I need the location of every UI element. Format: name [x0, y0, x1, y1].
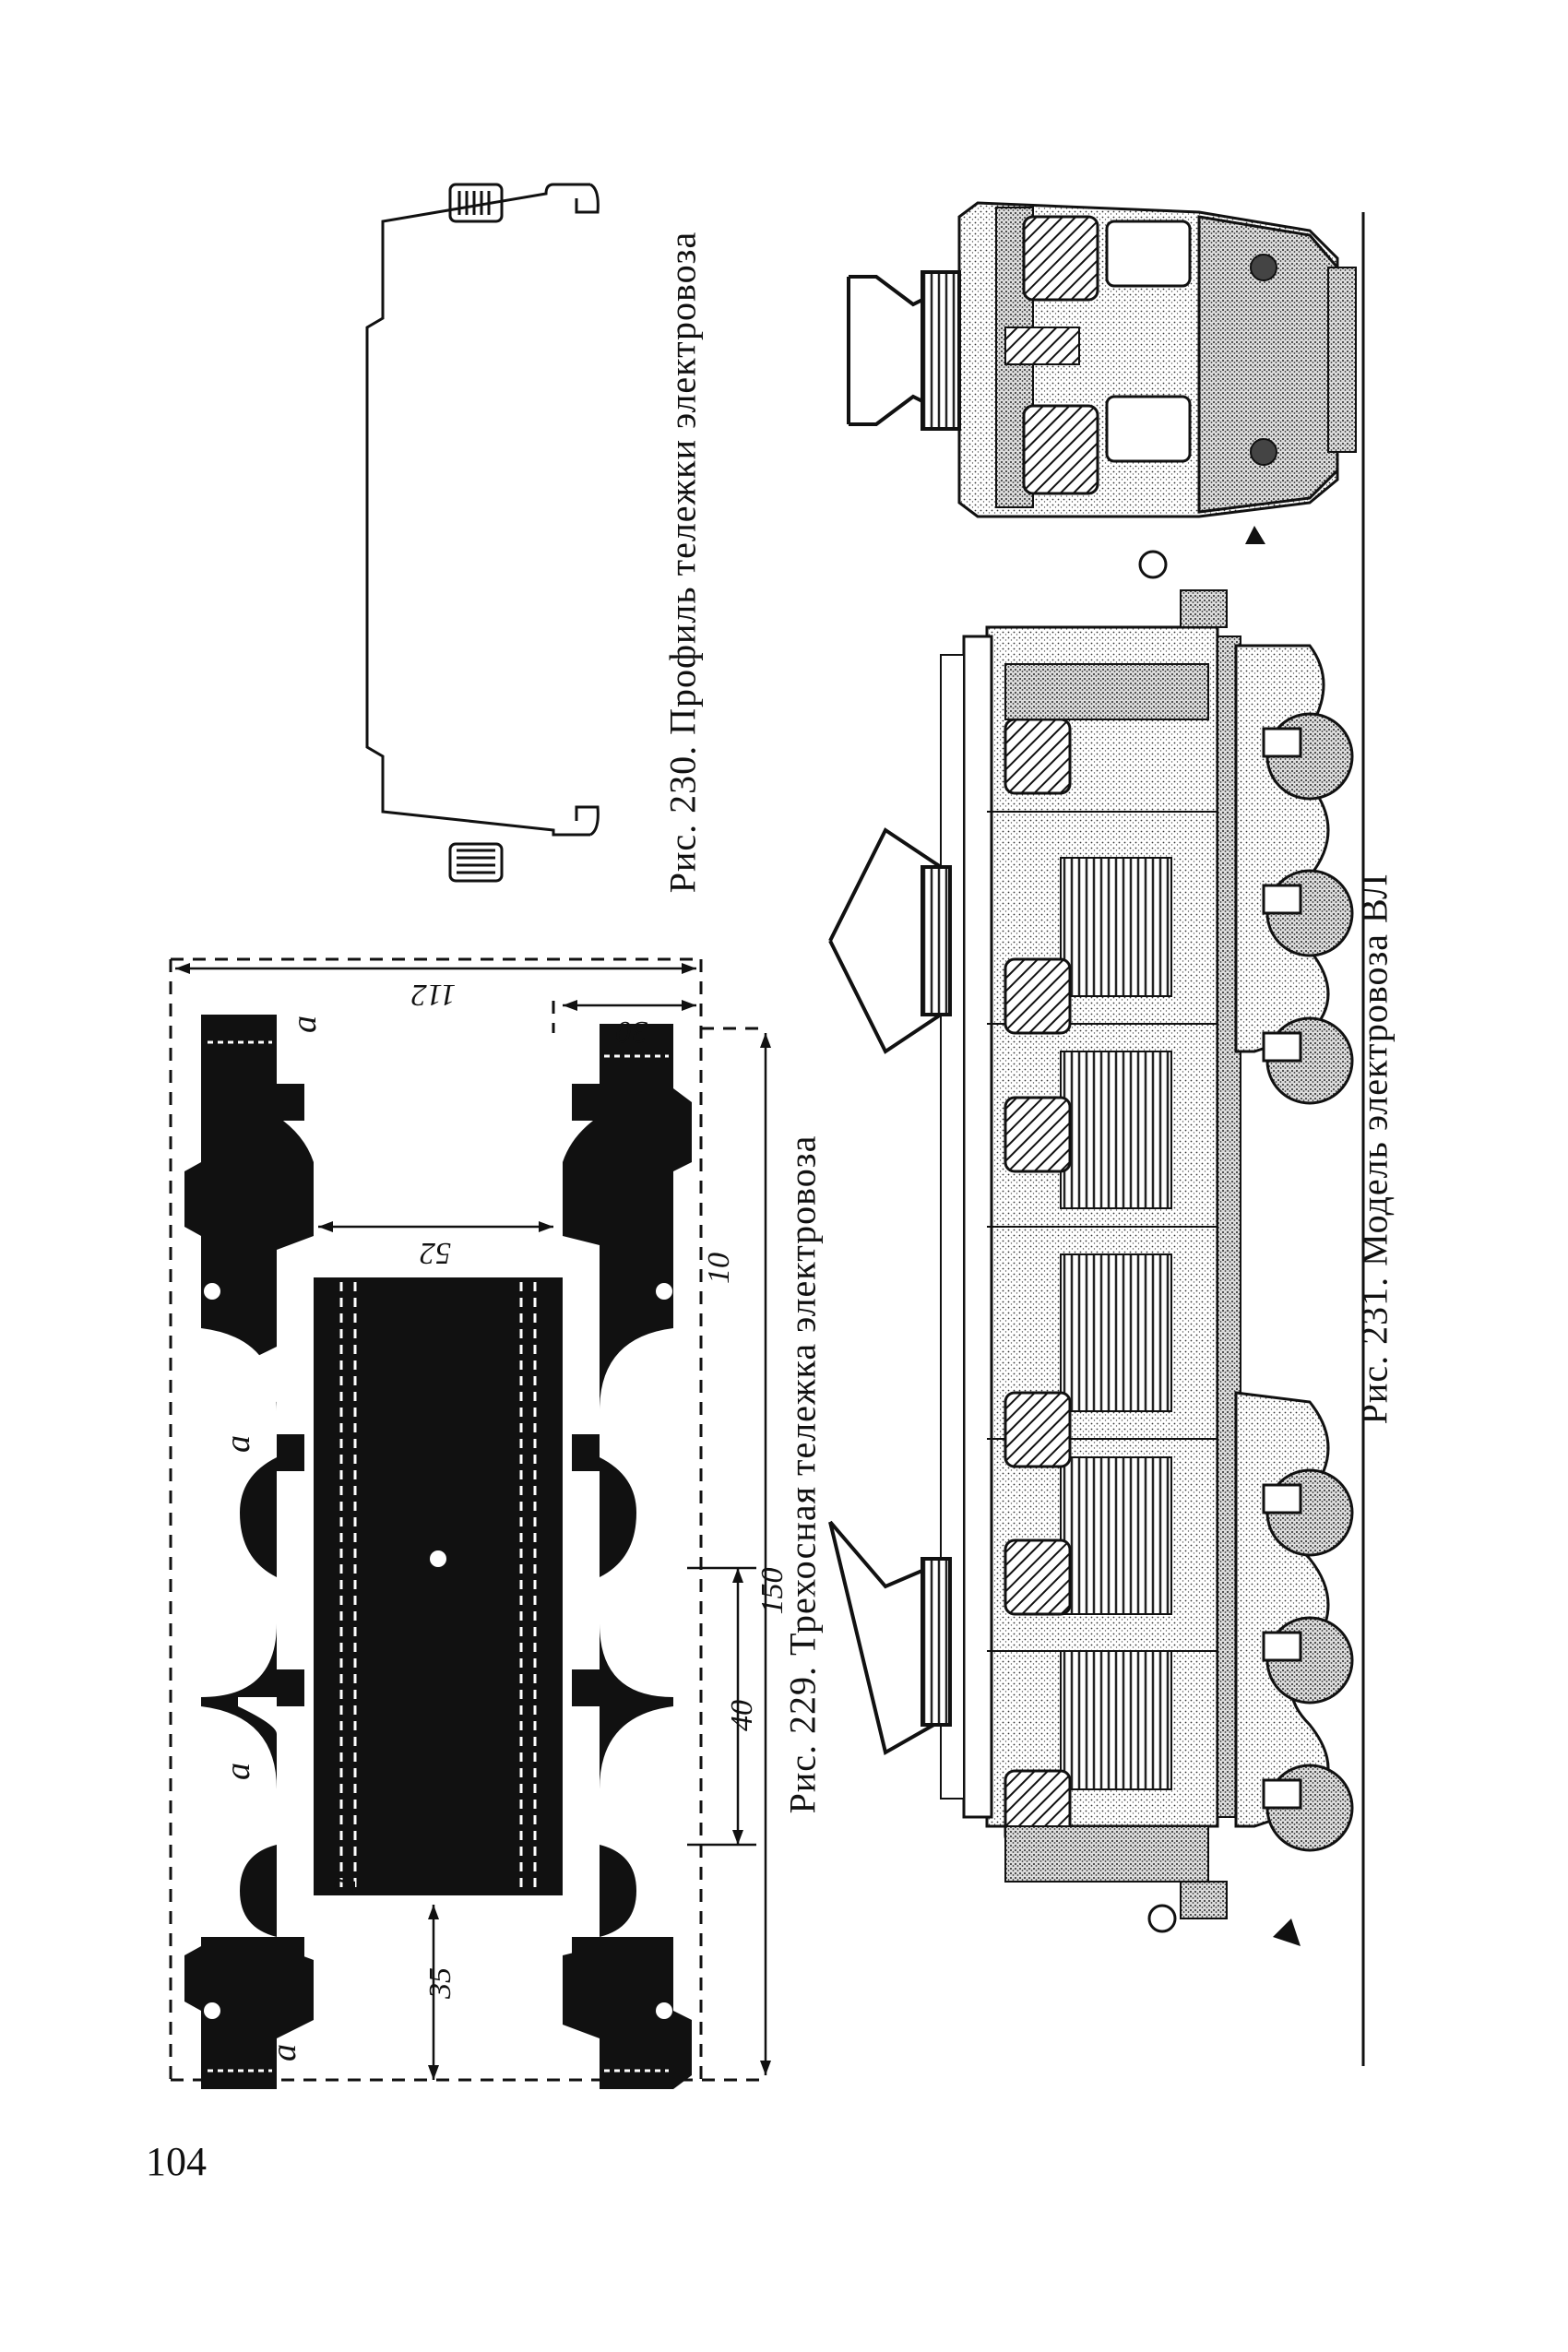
dim-150: 150 [755, 1568, 790, 1615]
fig231-louvres [1060, 857, 1172, 1790]
part-label-a-2: a [219, 1435, 257, 1453]
dim-112: 112 [411, 978, 456, 1012]
fig231-bogie-2 [1234, 1391, 1354, 1852]
dim-52: 52 [420, 1236, 451, 1270]
fig231-bogie-1 [1234, 644, 1354, 1105]
fig231-end-view [847, 201, 1357, 518]
fig231-body [940, 625, 1219, 1883]
part-label-a-4: a [265, 2044, 303, 2061]
caption-figure-229: Рис. 229. Трехосная тележка электровоза [781, 1134, 824, 1814]
dim-35: 35 [423, 1967, 457, 2000]
page-number: 104 [146, 2139, 207, 2184]
part-label-a-3: a [219, 1763, 257, 1780]
fig229-cutouts [201, 1283, 673, 2019]
caption-figure-230: Рис. 230. Профиль тележки электровоза [661, 231, 704, 894]
fig229-tabs [277, 1084, 600, 1974]
caption-figure-231: Рис. 231. Модель электровоза ВЛ [1353, 873, 1396, 1425]
part-label-a-1: a [285, 1016, 324, 1033]
dim-40: 40 [725, 1700, 759, 1731]
fig231-pantographs [828, 827, 952, 1756]
dim-2: 2 [328, 1879, 362, 1895]
dim-30: 30 [616, 1015, 648, 1049]
fig229-central-plate [314, 1277, 563, 1895]
dim-10: 10 [702, 1253, 736, 1284]
